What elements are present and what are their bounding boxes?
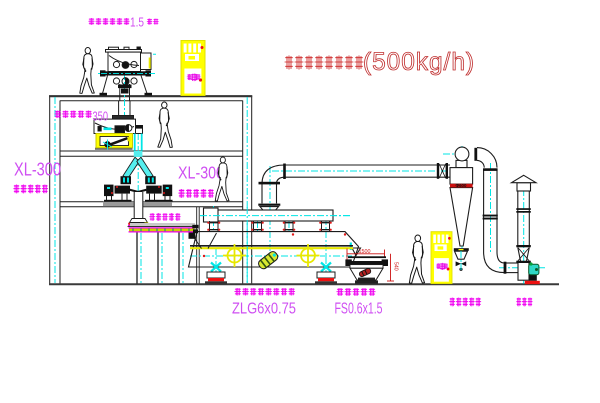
svg-text:540: 540 <box>393 262 399 271</box>
svg-text:XL-300: XL-300 <box>178 163 224 183</box>
svg-text:1.5: 1.5 <box>130 16 144 30</box>
svg-text:ZLG6x0.75: ZLG6x0.75 <box>232 301 296 318</box>
svg-text:(500kg/h): (500kg/h) <box>363 48 475 76</box>
svg-text:350: 350 <box>93 110 109 124</box>
svg-text:XL-300: XL-300 <box>14 160 61 180</box>
svg-text:Φ600: Φ600 <box>456 183 467 188</box>
svg-text:1500: 1500 <box>359 249 371 255</box>
svg-text:FS0.6x1.5: FS0.6x1.5 <box>335 301 383 318</box>
